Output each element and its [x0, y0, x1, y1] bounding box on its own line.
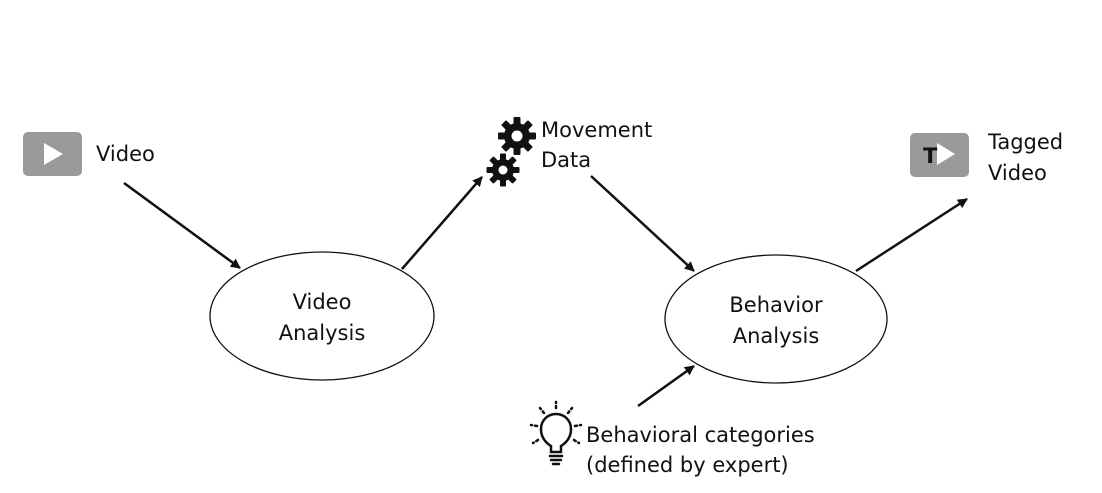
- video-analysis-node: [209, 251, 435, 381]
- arrow-video-analysis-to-movement-data: [401, 176, 483, 270]
- arrow-categories-to-behavior-analysis: [637, 364, 695, 408]
- video-label: Video: [96, 142, 155, 166]
- video-analysis-label-line1: Video: [292, 290, 352, 314]
- movement-data-label-line1: Movement: [541, 118, 653, 142]
- behavior-analysis-label-line1: Behavior: [729, 293, 823, 317]
- arrow-video-to-video-analysis: [123, 181, 241, 270]
- arrow-movement-data-to-behavior-analysis: [590, 175, 695, 272]
- lightbulb-icon: [529, 400, 583, 466]
- gear-small-icon: [486, 153, 520, 187]
- behavior-analysis-label-line2: Analysis: [732, 324, 820, 348]
- video-analysis-label-line2: Analysis: [278, 321, 366, 345]
- movement-data-label-line2: Data: [541, 148, 592, 172]
- behavioral-categories-label-line2: (defined by expert): [586, 453, 789, 477]
- tagged-video-label-line2: Video: [988, 161, 1047, 185]
- gears-icon: [486, 117, 536, 187]
- behavioral-categories-label-line1: Behavioral categories: [586, 423, 815, 447]
- arrow-behavior-analysis-to-tagged-video: [855, 197, 968, 273]
- tagged-video-icon-letter: T: [923, 144, 938, 168]
- tagged-video-icon: T: [910, 133, 969, 177]
- tagged-video-label-line1: Tagged: [988, 130, 1064, 154]
- gear-large-icon: [498, 117, 536, 155]
- play-icon: [23, 132, 82, 176]
- behavior-analysis-node: [664, 254, 888, 384]
